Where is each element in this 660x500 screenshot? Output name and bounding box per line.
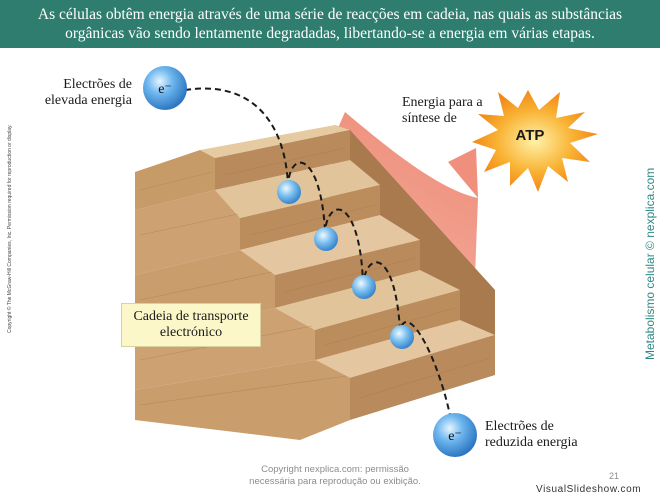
- side-credit: Metabolismo celular © nexplica.com: [643, 180, 657, 360]
- high-energy-label: Electrões de elevada energia: [44, 77, 132, 109]
- electron-symbol-high: e⁻: [158, 82, 172, 97]
- electron-step-2: [314, 227, 338, 251]
- energy-label: Energia para a síntese de: [402, 95, 483, 127]
- copyright-notice: Copyright © The McGraw-Hill Companies, I…: [7, 153, 13, 333]
- page-number: 21: [609, 471, 619, 481]
- atp-label: ATP: [516, 127, 545, 144]
- electron-step-3: [352, 275, 376, 299]
- low-energy-label: Electrões de reduzida energia: [485, 419, 578, 451]
- watermark: Copyright nexplica.com: permissão necess…: [220, 464, 450, 488]
- wooden-staircase: [135, 125, 495, 440]
- transport-chain-label: Cadeia de transporte electrónico: [121, 303, 261, 347]
- electron-symbol-low: e⁻: [448, 429, 462, 444]
- electron-step-1: [277, 180, 301, 204]
- footer-brand: VisualSlideshow.com: [536, 484, 641, 495]
- electron-step-4: [390, 325, 414, 349]
